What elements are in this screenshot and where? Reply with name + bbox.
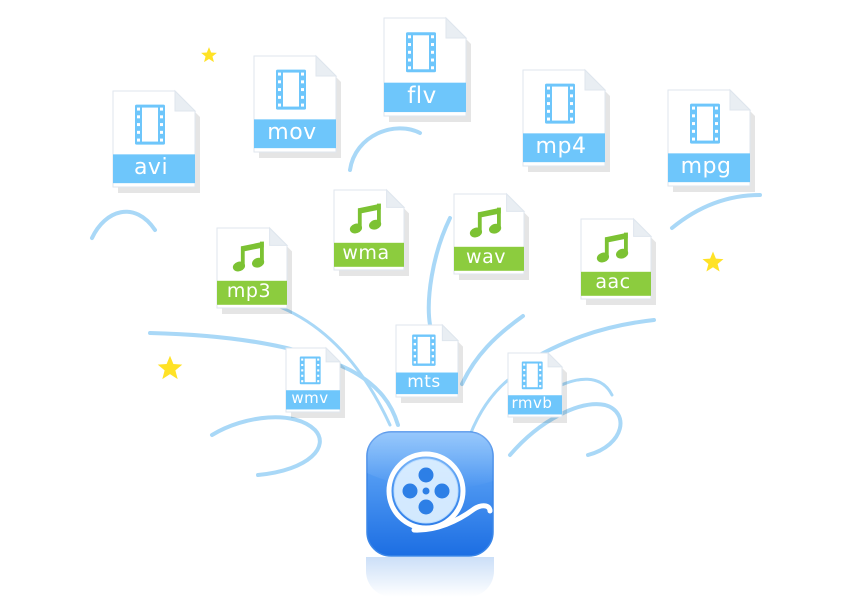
app-icon-reflection [366,557,494,597]
music-note-icon [596,232,629,263]
format-label-band [254,119,336,149]
format-label: aac [595,271,631,294]
film-strip-icon [299,356,321,385]
file-icon-mts: mts [393,322,465,403]
film-strip-icon [690,103,720,144]
format-label: flv [407,82,437,109]
film-strip-icon [412,334,436,366]
format-label-band [523,133,605,163]
music-note-icon [469,207,502,238]
document-icon [453,192,529,280]
document-icon [253,54,341,158]
document-icon [285,346,345,418]
file-icon-wmv: wmv [283,345,347,418]
film-strip-icon [135,104,165,145]
document-icon [580,217,656,305]
star-icon [157,355,183,380]
swirl-line [90,209,157,240]
swirl-line [426,216,452,327]
file-icon-mpg: mpg [665,87,757,192]
file-icon-wma: wma [331,187,411,276]
document-icon [216,226,292,314]
format-label: wma [342,242,390,265]
swirl-line [348,126,422,172]
format-label: mpg [680,153,732,179]
file-icon-avi: avi [110,88,202,193]
format-label: mts [407,371,441,392]
swirl-line [508,402,623,457]
document-icon [333,188,409,276]
file-icon-mp3: mp3 [214,225,294,314]
format-label: wmv [291,389,329,408]
format-label-band [396,372,458,395]
format-label-band [286,390,340,410]
swirl-line [148,331,400,427]
star-icon [201,47,217,63]
file-icon-rmvb: rmvb [505,350,569,423]
swirl-line [273,303,392,427]
format-label-band [217,280,287,305]
format-label-band [668,153,750,183]
swirl-line [460,314,525,386]
swirl-line [670,193,762,230]
swirl-line [468,378,510,437]
file-icon-aac: aac [578,216,658,305]
film-strip-icon [545,83,575,124]
format-label-band [454,246,524,271]
format-label: mov [267,119,317,145]
music-note-icon [232,241,265,272]
document-icon [667,88,755,192]
film-strip-icon [276,69,306,110]
document-icon [383,16,471,122]
format-label: avi [133,154,169,180]
format-label: mp3 [226,280,272,303]
file-icon-wav: wav [451,191,531,280]
file-icon-flv: flv [381,15,473,122]
format-label-band [384,82,466,113]
document-icon [395,323,463,403]
star-icon [702,251,724,272]
music-note-icon [349,203,382,234]
swirl-line [210,415,322,477]
document-icon [112,89,200,193]
file-icon-mp4: mp4 [520,67,612,172]
format-label-band [581,271,651,296]
format-label-band [334,242,404,267]
document-icon [522,68,610,172]
format-label-band [508,395,562,415]
format-label-band [113,154,195,184]
document-icon [507,351,567,423]
film-reel-icon [366,431,494,557]
film-strip-icon [521,361,543,390]
format-label: rmvb [511,394,553,413]
film-strip-icon [406,32,436,73]
file-icon-mov: mov [251,53,343,158]
format-label: mp4 [535,133,587,159]
format-label: wav [466,246,506,269]
